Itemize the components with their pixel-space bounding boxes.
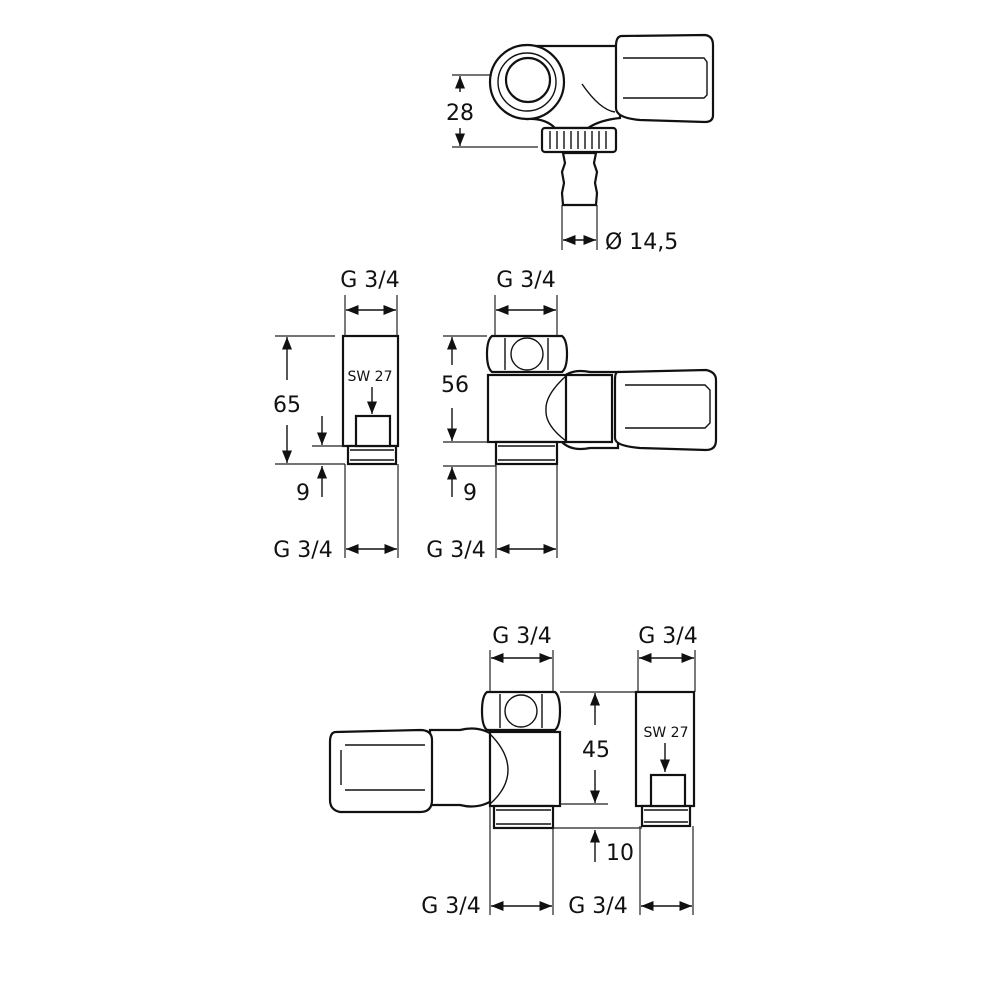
dim-45: 45 (582, 738, 610, 763)
dim-bottom-thread: G 3/4 (421, 894, 480, 919)
dim-65: 65 (273, 393, 301, 418)
middle-left-dimensions: G 3/4 65 9 G 3/4 (273, 268, 400, 563)
handle-knob (614, 33, 715, 124)
dim-56: 56 (441, 373, 469, 398)
middle-left-valve-side: SW 27 (341, 334, 400, 466)
top-view-dimensions: 28 Ø 14,5 (446, 74, 678, 255)
bottom-left-dimensions: G 3/4 45 10 G 3/4 (421, 624, 642, 919)
dim-top-thread: G 3/4 (638, 624, 697, 649)
wrench-flat (649, 773, 687, 808)
bottom-left-valve-front (328, 690, 562, 830)
union-nut (540, 126, 618, 154)
hex-nut (480, 690, 562, 732)
dim-bottom-thread: G 3/4 (426, 538, 485, 563)
hose-barb (560, 151, 599, 207)
dim-bottom-thread: G 3/4 (568, 894, 627, 919)
top-view-valve (488, 33, 715, 207)
hex-nut (485, 334, 569, 374)
dim-hose-diameter: Ø 14,5 (605, 230, 678, 255)
dim-10: 10 (606, 841, 634, 866)
dim-top-thread: G 3/4 (496, 268, 555, 293)
dim-9: 9 (463, 481, 477, 506)
middle-right-dimensions: G 3/4 56 9 G 3/4 (426, 268, 558, 563)
dim-9: 9 (296, 481, 310, 506)
bottom-right-valve-side: SW 27 (634, 690, 696, 828)
dim-28: 28 (446, 101, 474, 126)
dim-top-thread: G 3/4 (492, 624, 551, 649)
middle-right-valve-front (485, 334, 718, 466)
bottom-right-dimensions: G 3/4 G 3/4 (568, 624, 697, 919)
wrench-size-label: SW 27 (348, 369, 393, 385)
wrench-size-label: SW 27 (644, 725, 689, 741)
wrench-flat (354, 414, 392, 448)
handle-knob (613, 368, 718, 452)
dim-bottom-thread: G 3/4 (273, 538, 332, 563)
dim-top-thread: G 3/4 (340, 268, 399, 293)
handle-knob (328, 728, 434, 814)
